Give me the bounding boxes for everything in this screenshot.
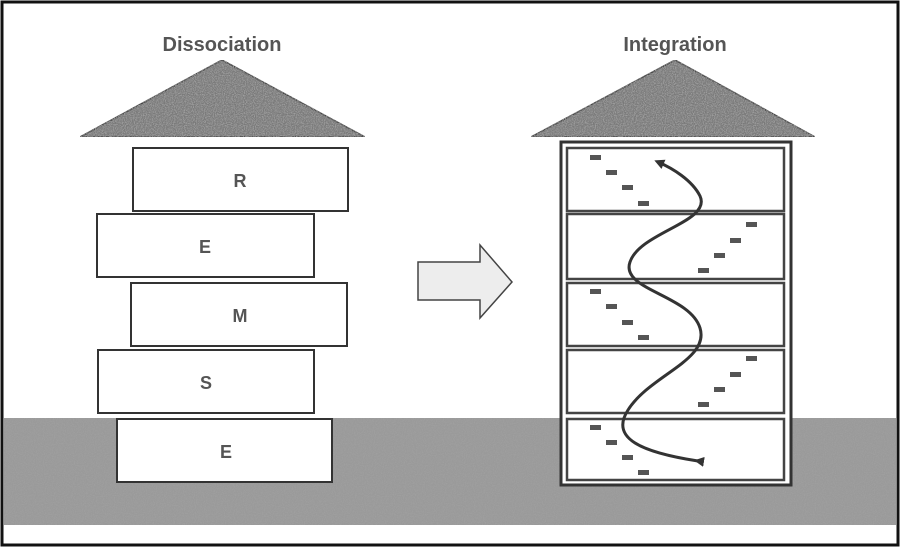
floor-3-steps xyxy=(590,289,649,340)
integration-title: Integration xyxy=(623,34,726,56)
integration-panel: Integration xyxy=(530,34,816,487)
curved-arrow-icon xyxy=(621,159,705,467)
dissociation-roof xyxy=(79,59,366,138)
dissociation-block-1: R xyxy=(132,147,349,212)
dissociation-title: Dissociation xyxy=(163,34,282,56)
dissociation-block-2: E xyxy=(96,213,315,278)
dissociation-panel: Dissociation R E M S E xyxy=(79,34,366,483)
block-label: E xyxy=(220,442,232,462)
floor-5-steps xyxy=(590,425,649,475)
dissociation-block-3: M xyxy=(130,282,348,347)
dissociation-block-4: S xyxy=(97,349,315,414)
floor-1-steps xyxy=(590,155,649,206)
dissociation-block-5: E xyxy=(116,418,333,483)
block-label: E xyxy=(199,237,211,257)
block-label: S xyxy=(200,373,212,393)
block-label: M xyxy=(233,306,248,326)
integration-roof xyxy=(530,59,816,138)
block-label: R xyxy=(234,171,247,191)
right-arrow-icon xyxy=(417,242,513,320)
